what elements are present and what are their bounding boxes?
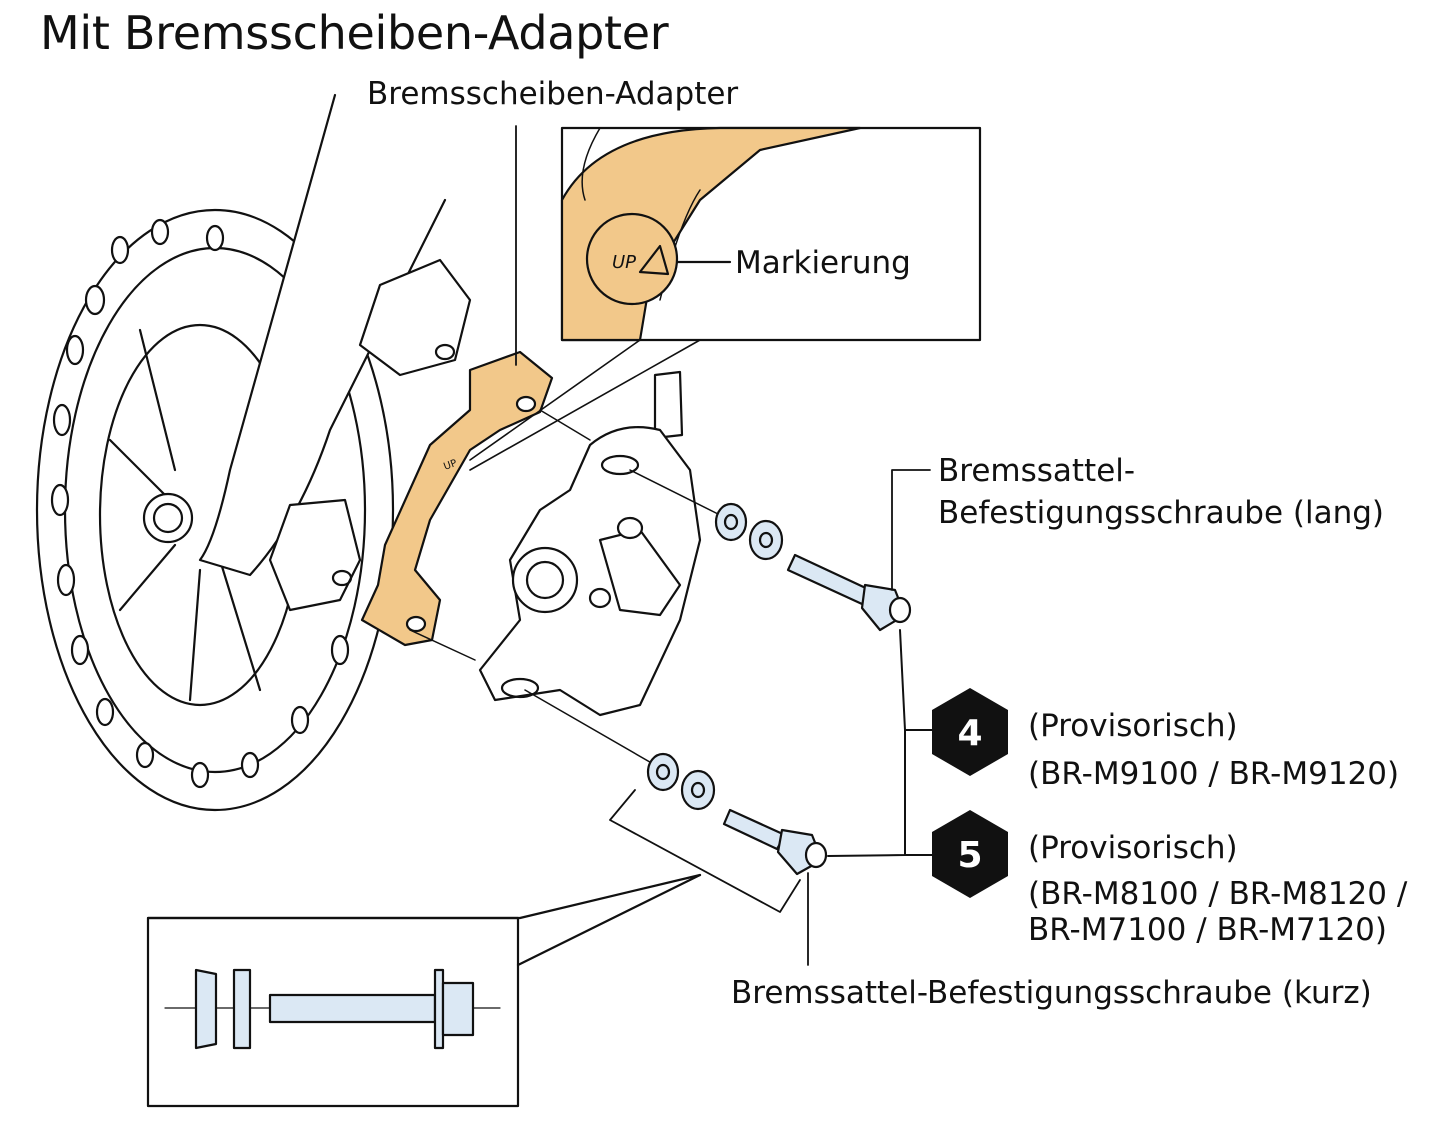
- step-4-line2: (BR-M9100 / BR-M9120): [1028, 756, 1400, 792]
- bolt-long-label-line1: Bremssattel-: [938, 453, 1136, 489]
- bolt-detail-inset: [146, 873, 702, 1108]
- step-5-line1: (Provisorisch): [1028, 830, 1238, 866]
- svg-text:4: 4: [957, 713, 982, 754]
- caliper-bolt-short: [646, 752, 828, 876]
- marking-label: Markierung: [735, 245, 911, 281]
- step-5-line3: BR-M7100 / BR-M7120): [1028, 912, 1387, 948]
- svg-text:UP: UP: [442, 458, 458, 473]
- brake-caliper: [478, 370, 702, 717]
- bolt-short-label: Bremssattel-Befestigungsschraube (kurz): [731, 975, 1372, 1011]
- fork-leg: [198, 93, 472, 612]
- page-title: Mit Bremsscheiben-Adapter: [40, 6, 669, 60]
- step-badge-5: 5: [932, 810, 1008, 898]
- svg-text:UP: UP: [612, 252, 636, 273]
- step-5-line2: (BR-M8100 / BR-M8120 /: [1028, 876, 1408, 912]
- step-4-line1: (Provisorisch): [1028, 708, 1238, 744]
- disc-brake-adapter: UP: [360, 350, 554, 647]
- marking-detail-inset: UP: [469, 126, 982, 471]
- bolt-long-label-line2: Befestigungsschraube (lang): [938, 495, 1385, 531]
- adapter-label: Bremsscheiben-Adapter: [367, 76, 739, 112]
- caliper-bolt-long: [714, 502, 912, 632]
- step-badge-4: 4: [932, 688, 1008, 776]
- svg-text:5: 5: [957, 835, 982, 876]
